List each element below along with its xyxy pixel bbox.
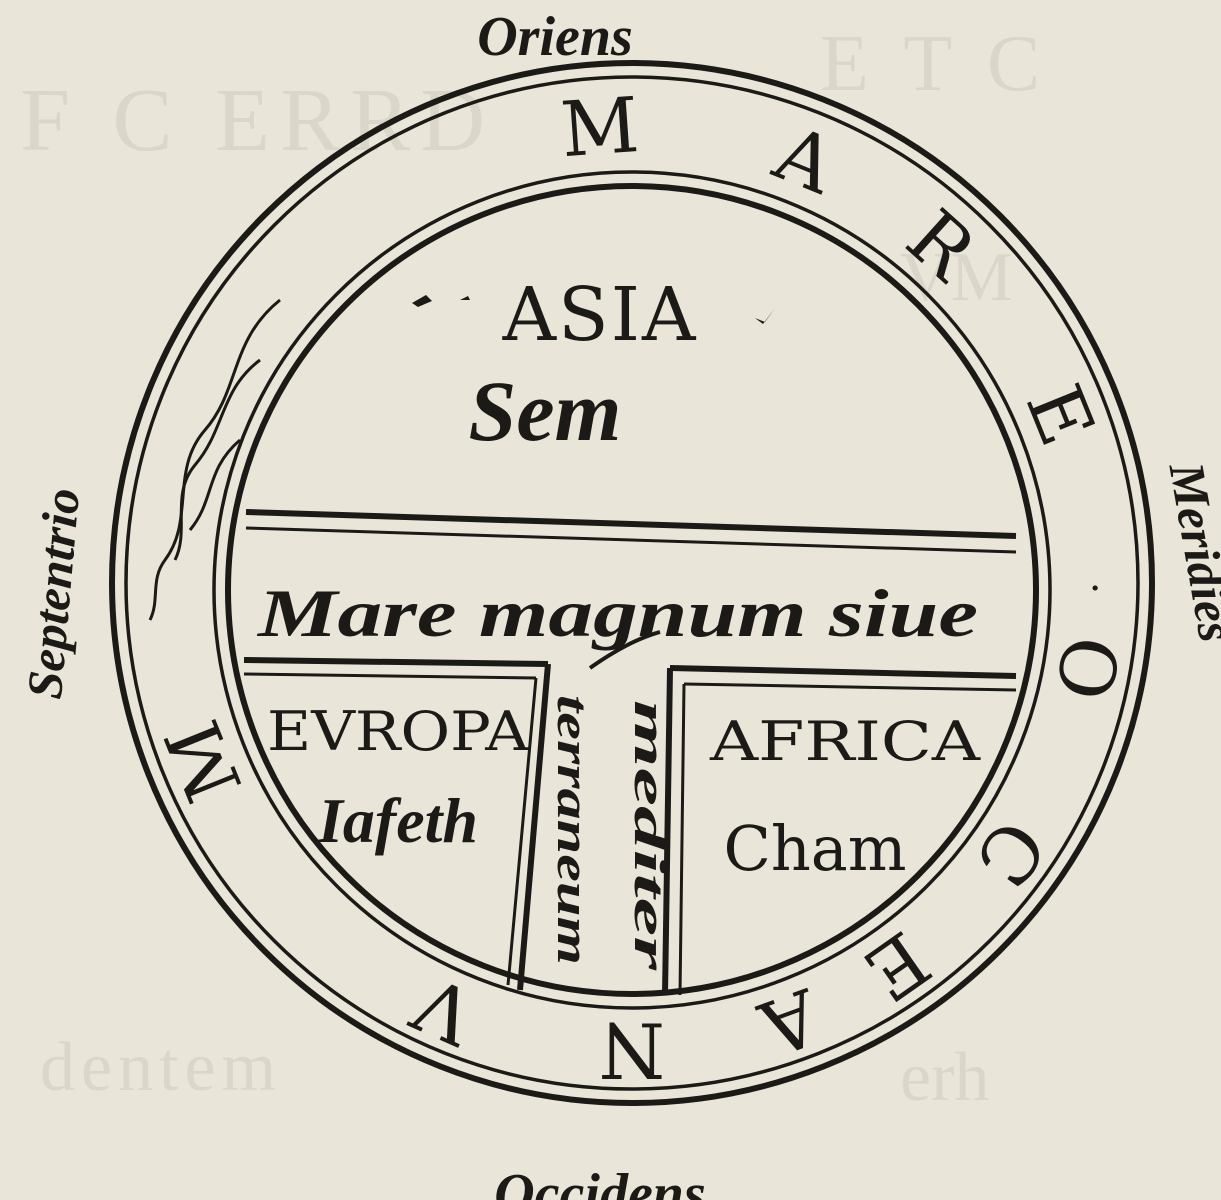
africa-label: AFRICA <box>709 710 981 773</box>
mediterranean-flourish-icon <box>588 630 661 670</box>
ocean-letter: M <box>558 80 642 174</box>
outer-ring-inner <box>124 75 1140 1091</box>
asia-son-label: Sem <box>469 363 622 459</box>
svg-text:erh: erh <box>900 1039 989 1116</box>
ocean-letter: C <box>957 804 1063 903</box>
sea-column-mediter: mediter <box>625 700 676 972</box>
ocean-letter: A <box>748 971 832 1074</box>
inner-ring-outer <box>212 170 1052 1010</box>
inner-ring <box>225 183 1039 997</box>
mediterranean-label: Mare magnum siue <box>257 575 978 651</box>
direction-south-label: Meridies <box>1158 457 1221 646</box>
europa-son-label: Iafeth <box>317 785 478 856</box>
bleed-through-background: F C ERRD E T C V M dentem erh <box>20 20 1048 1116</box>
wave-river-icon <box>148 298 281 621</box>
ocean-letter: · <box>1071 582 1117 595</box>
svg-text:F C ERRD: F C ERRD <box>20 71 495 170</box>
ocean-rings <box>109 60 1155 1106</box>
ocean-letter: N <box>599 1006 666 1095</box>
africa-son-label: Cham <box>723 812 906 885</box>
europa-label: EVROPA <box>267 700 530 763</box>
ocean-letter: E <box>849 914 945 1019</box>
ocean-letter: O <box>1038 630 1136 707</box>
sea-column-terraneum: terraneum <box>548 695 599 965</box>
ocean-letter: V <box>400 958 488 1062</box>
direction-west-label: Occidens <box>494 1163 706 1200</box>
outer-ring <box>109 60 1155 1106</box>
asia-label: ASIA <box>502 272 698 358</box>
svg-text:E T C: E T C <box>820 20 1048 108</box>
t-waters <box>243 509 1017 996</box>
direction-east-label: Oriens <box>477 6 633 68</box>
direction-north-label: Septentrio <box>16 486 90 701</box>
svg-text:dentem: dentem <box>40 1029 282 1106</box>
asia-flourish-icon <box>412 295 775 324</box>
ocean-letter: M <box>148 708 260 814</box>
